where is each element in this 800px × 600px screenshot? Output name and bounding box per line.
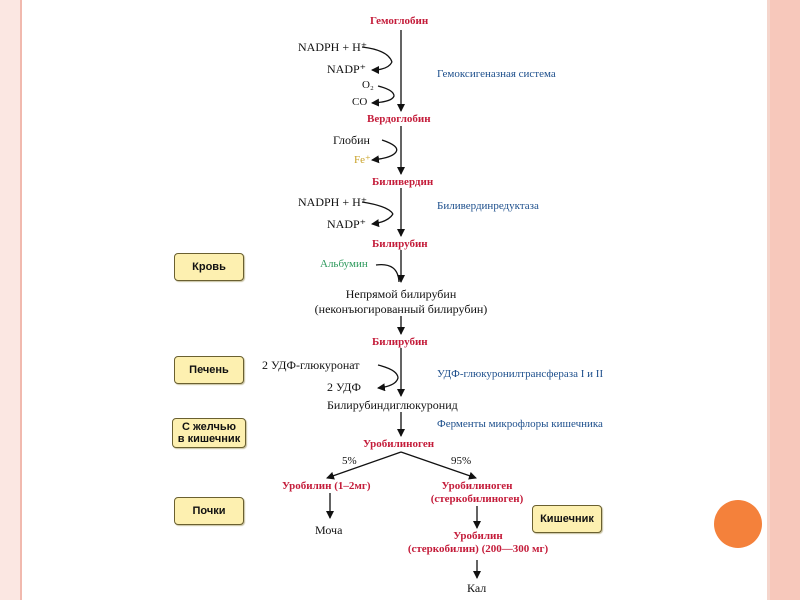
branch-pct-95: 95% <box>451 455 472 467</box>
curve-o2-co <box>371 85 395 107</box>
curve-nadph-2 <box>361 201 394 215</box>
node-urobilinogen-2: Уробилиноген (стеркобилиноген) <box>417 480 537 506</box>
node-verdoglobin: Вердоглобин <box>367 113 431 125</box>
node-nadph-1: NADPH + H⁺ <box>298 40 368 54</box>
curve-nadph-1 <box>361 46 393 63</box>
curve-albumin <box>375 263 400 283</box>
enzyme-udp-transferase: УДФ-глюкуронилтрансфераза I и II <box>437 368 604 380</box>
node-bilirubin-1: Билирубин <box>372 238 428 250</box>
slide-right-border <box>770 0 800 600</box>
node-urobilin-big: Уробилин (стеркобилин) (200—300 мг) <box>402 530 554 556</box>
branch-pct-5: 5% <box>342 455 357 467</box>
box-blood-label: Кровь <box>192 261 226 273</box>
curve-globin-fe <box>371 139 398 164</box>
node-fe: Fe⁺ <box>354 154 371 166</box>
node-globin: Глобин <box>333 133 370 147</box>
urobilin-big-line1: Уробилин <box>453 530 503 542</box>
box-kidneys: Почки <box>174 497 244 525</box>
curve-nadp-2 <box>371 213 394 228</box>
node-bilirubin-diglucuronide: Билирубиндиглюкуронид <box>327 398 458 412</box>
enzyme-heme-oxygenase: Гемоксигеназная система <box>437 68 556 80</box>
node-indirect-bilirubin: Непрямой билирубин (неконъюгированный би… <box>301 287 501 317</box>
box-blood: Кровь <box>174 253 244 281</box>
node-nadph-2: NADPH + H⁺ <box>298 195 368 209</box>
node-o2: O₂ <box>362 79 374 91</box>
box-liver-label: Печень <box>189 364 229 376</box>
urobilin-big-line2: (стеркобилин) (200—300 мг) <box>407 543 549 555</box>
orange-circle-decoration <box>714 500 762 548</box>
enzyme-gut-flora: Ферменты микрофлоры кишечника <box>437 418 603 430</box>
enzyme-biliverdin-reductase: Биливердинредуктаза <box>437 200 539 212</box>
node-urine: Моча <box>315 523 343 537</box>
node-urobilin-small: Уробилин (1–2мг) <box>282 480 371 492</box>
node-co: CO <box>352 96 368 108</box>
slide-left-border-line <box>20 0 22 600</box>
box-liver: Печень <box>174 356 244 384</box>
branch-right <box>400 451 477 480</box>
box-bile-to-gut: С желчью в кишечник <box>172 418 246 448</box>
node-feces: Кал <box>467 581 487 595</box>
node-nadp-1: NADP⁺ <box>327 62 367 76</box>
node-urobilinogen: Уробилиноген <box>363 438 435 450</box>
box-bile-line2: в кишечник <box>177 433 241 445</box>
indirect-bilirubin-line2: (неконъюгированный билирубин) <box>314 302 488 316</box>
box-kidneys-label: Почки <box>192 505 226 517</box>
box-intestine: Кишечник <box>532 505 602 533</box>
urobilinogen-2-line1: Уробилиноген <box>441 480 513 492</box>
urobilinogen-2-line2: (стеркобилиноген) <box>430 493 524 505</box>
node-udp-glucuronate: 2 УДФ-глюкуронат <box>262 358 360 372</box>
node-albumin: Альбумин <box>320 258 368 270</box>
slide-left-border <box>0 0 20 600</box>
box-intestine-label: Кишечник <box>540 513 594 525</box>
node-nadp-2: NADP⁺ <box>327 217 367 231</box>
curve-udp <box>377 364 399 392</box>
slide-right-border-line <box>767 0 770 600</box>
node-hemoglobin: Гемоглобин <box>370 15 429 27</box>
branch-left <box>326 451 402 480</box>
curve-nadp-1 <box>371 61 393 74</box>
node-bilirubin-2: Билирубин <box>372 336 428 348</box>
node-biliverdin: Биливердин <box>372 176 434 188</box>
indirect-bilirubin-line1: Непрямой билирубин <box>345 287 457 301</box>
box-bile-line1: С желчью <box>181 421 237 433</box>
node-udp: 2 УДФ <box>327 380 361 394</box>
